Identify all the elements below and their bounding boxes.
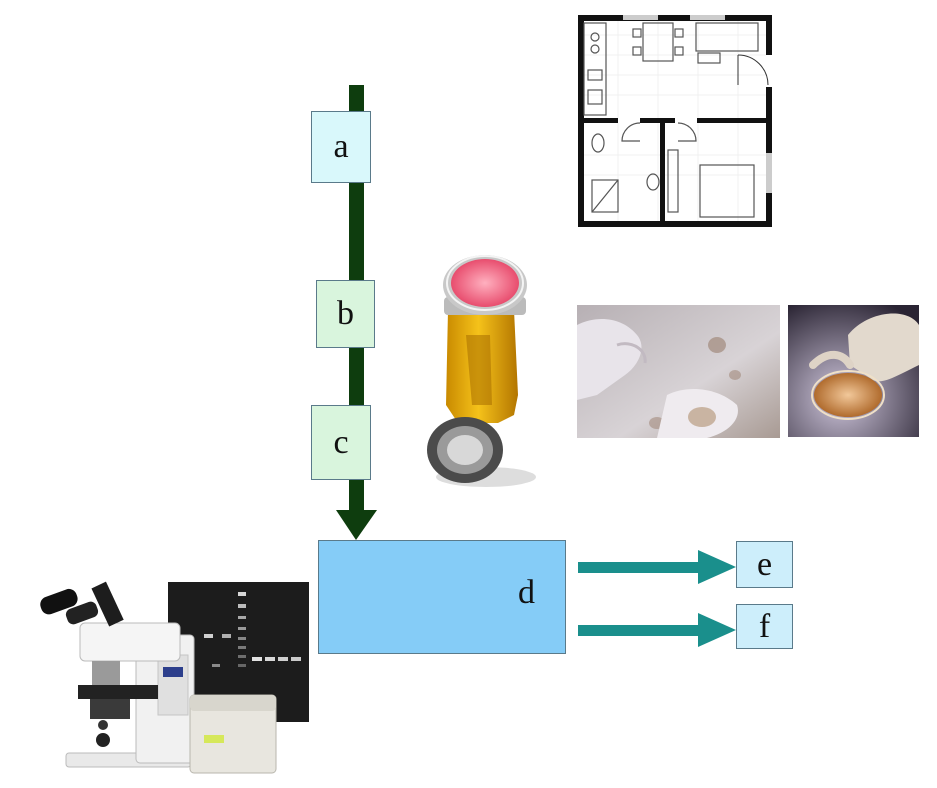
gloved-hands-plates-image xyxy=(577,305,780,438)
step-c-label: c xyxy=(333,423,349,461)
microscope-icon xyxy=(40,581,277,774)
step-c-box: c xyxy=(311,405,371,480)
floor-plan-icon xyxy=(578,15,772,227)
gloved-hand-petri-dish-image xyxy=(788,305,919,437)
step-b-box: b xyxy=(316,280,375,348)
step-b-label: b xyxy=(337,295,354,332)
output-f-box: f xyxy=(736,604,793,649)
step-d-label: d xyxy=(518,574,535,611)
step-a-box: a xyxy=(311,111,371,183)
output-e-label: e xyxy=(756,545,773,583)
air-sampler-icon xyxy=(427,255,536,487)
output-e-box: e xyxy=(736,541,793,588)
output-f-label: f xyxy=(758,607,771,645)
step-d-box: d xyxy=(318,540,566,654)
step-a-label: a xyxy=(333,128,349,165)
